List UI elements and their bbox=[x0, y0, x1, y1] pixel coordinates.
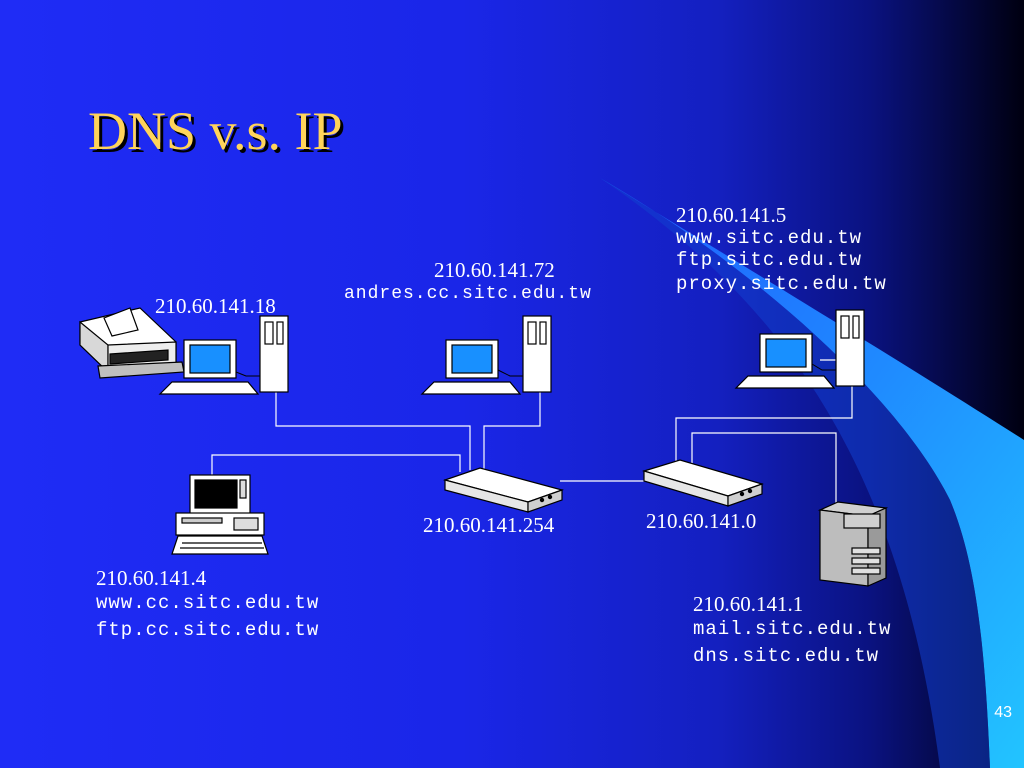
ip-label-host72: 210.60.141.72 bbox=[434, 258, 555, 282]
dns-name-host4-ftp: ftp.cc.sitc.edu.tw bbox=[96, 619, 320, 641]
dns-name-host1-dns: dns.sitc.edu.tw bbox=[693, 645, 880, 667]
dns-name-host5-proxy: proxy.sitc.edu.tw bbox=[676, 273, 887, 295]
dns-name-host72: andres.cc.sitc.edu.tw bbox=[344, 284, 592, 304]
ip-label-hub254: 210.60.141.254 bbox=[423, 513, 555, 537]
slide-title: DNS v.s. IP bbox=[88, 101, 343, 161]
ip-label-router0: 210.60.141.0 bbox=[646, 509, 757, 533]
dns-name-host1-mail: mail.sitc.edu.tw bbox=[693, 618, 892, 640]
dns-name-host4-www: www.cc.sitc.edu.tw bbox=[96, 592, 320, 614]
ip-label-host5: 210.60.141.5 bbox=[676, 203, 787, 227]
ip-label-host18: 210.60.141.18 bbox=[155, 294, 276, 318]
dns-name-host5-ftp: ftp.sitc.edu.tw bbox=[676, 249, 863, 271]
page-number: 43 bbox=[994, 704, 1012, 721]
ip-label-host4: 210.60.141.4 bbox=[96, 566, 207, 590]
dns-name-host5-www: www.sitc.edu.tw bbox=[676, 227, 863, 249]
ip-label-host1: 210.60.141.1 bbox=[693, 592, 804, 616]
